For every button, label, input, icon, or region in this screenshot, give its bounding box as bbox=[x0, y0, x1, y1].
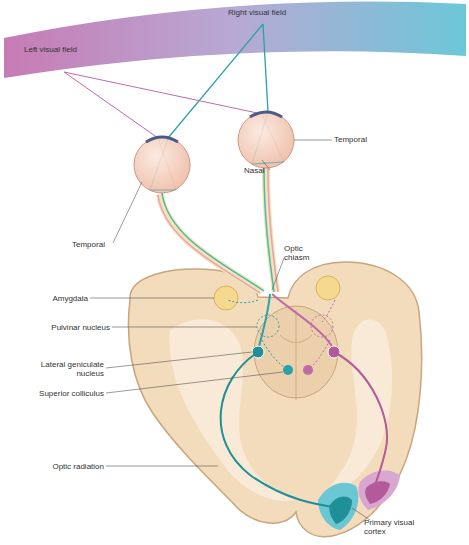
optic-nerve-strand bbox=[268, 168, 278, 292]
callout-label: Pulvinar nucleus bbox=[20, 323, 110, 332]
callout-label: Optic radiation bbox=[20, 462, 104, 471]
pulvinar-left bbox=[257, 315, 279, 337]
optic-nerve-strand bbox=[162, 193, 264, 291]
midbrain-detail bbox=[280, 310, 312, 400]
light-ray bbox=[64, 72, 262, 138]
optic-radiation-right bbox=[334, 352, 387, 490]
optic-tract bbox=[272, 294, 334, 350]
amygdala-path bbox=[322, 300, 335, 322]
right-eye bbox=[238, 112, 294, 168]
visual-cortex-left-core bbox=[329, 497, 352, 524]
callout-label: Lateral geniculate nucleus bbox=[40, 360, 104, 378]
callout-label: Optic chiasm bbox=[284, 244, 318, 262]
amygdala-path bbox=[228, 300, 258, 303]
callout-label: Primary visual cortex bbox=[364, 518, 424, 536]
callout-label: Temporal bbox=[334, 135, 374, 144]
right-iris bbox=[250, 112, 282, 117]
left-eye bbox=[134, 137, 190, 193]
left-iris bbox=[146, 137, 178, 142]
optic-tract bbox=[258, 294, 270, 350]
visual-cortex-right bbox=[358, 471, 400, 510]
optic-nerve-strand bbox=[264, 168, 274, 292]
visual-cortex-right-core bbox=[365, 481, 390, 504]
optic-radiation-left bbox=[221, 352, 340, 508]
callout-label: Right visual field bbox=[228, 8, 308, 17]
brain-section bbox=[128, 262, 421, 537]
callout-label: Left visual field bbox=[24, 45, 104, 54]
collicular-path bbox=[262, 340, 286, 368]
amygdala-left bbox=[214, 286, 238, 310]
optic-nerve bbox=[160, 194, 262, 292]
superior-colliculus bbox=[283, 365, 293, 375]
collicular-path bbox=[310, 340, 330, 368]
callout-label: Amygdala bbox=[20, 294, 88, 303]
callout-label: Superior colliculus bbox=[20, 389, 104, 398]
leader-lines bbox=[90, 140, 370, 520]
retina bbox=[150, 162, 284, 190]
visual-field-band bbox=[4, 2, 466, 78]
amygdala-right bbox=[316, 276, 340, 300]
callout-label: Nasal bbox=[244, 166, 274, 175]
callout-label: Temporal bbox=[72, 240, 112, 249]
